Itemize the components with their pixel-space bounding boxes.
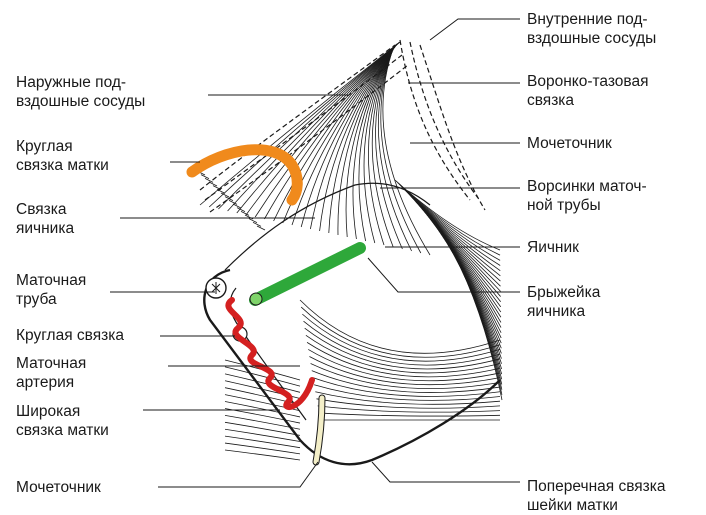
label-mesovarium: Брыжейка яичника bbox=[527, 283, 600, 321]
label-ovary: Яичник bbox=[527, 238, 579, 257]
label-round-ligament-uterus: Круглая связка матки bbox=[16, 137, 109, 175]
label-broad-ligament: Широкая связка матки bbox=[16, 402, 109, 440]
label-round-ligament: Круглая связка bbox=[16, 326, 124, 345]
uterus-inner-outline bbox=[230, 288, 306, 420]
broad-ligament-fold bbox=[225, 183, 430, 270]
iliac-vessels bbox=[200, 40, 485, 212]
label-internal-iliac-vessels: Внутренние под- вздошные сосуды bbox=[527, 10, 656, 48]
ovarian-ligament bbox=[255, 248, 360, 300]
label-ovarian-ligament: Связка яичника bbox=[16, 200, 74, 238]
label-ureter-left: Мочеточник bbox=[16, 478, 101, 497]
label-uterine-artery: Маточная артерия bbox=[16, 354, 86, 392]
label-external-iliac-vessels: Наружные под- вздошные сосуды bbox=[16, 73, 145, 111]
label-infundibulopelvic-ligament: Воронко-тазовая связка bbox=[527, 72, 649, 110]
label-ureter-right: Мочеточник bbox=[527, 134, 612, 153]
ovarian-ligament-stump bbox=[250, 293, 262, 305]
label-cardinal-ligament: Поперечная связка шейки матки bbox=[527, 477, 666, 515]
label-fallopian-tube: Маточная труба bbox=[16, 271, 86, 309]
label-fimbriae: Ворсинки маточ- ной трубы bbox=[527, 177, 647, 215]
